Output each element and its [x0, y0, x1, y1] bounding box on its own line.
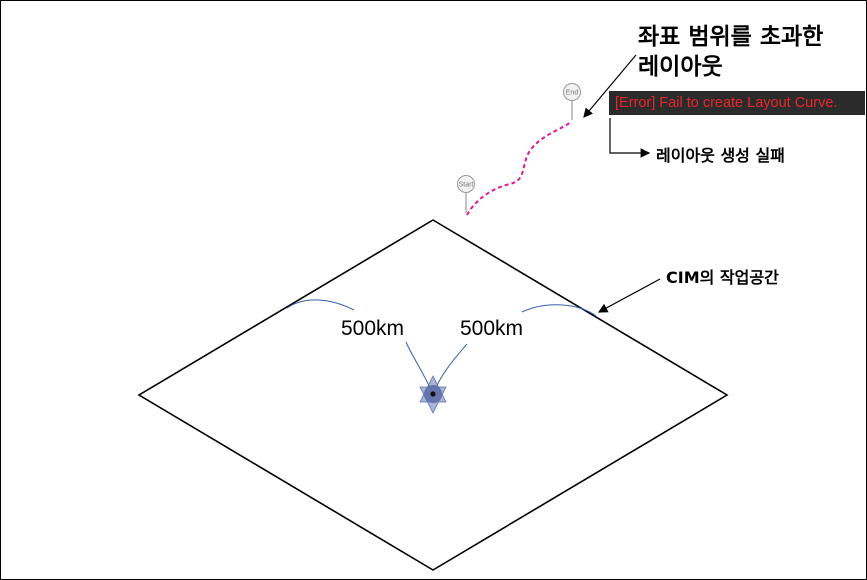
radius-arc-right-upper: [521, 304, 597, 317]
end-pin-label: End: [566, 90, 579, 97]
center-star-icon: [419, 375, 447, 414]
out-of-range-annotation: 좌표 범위를 초과한 레이아웃: [638, 22, 823, 82]
distance-label-right: 500km: [460, 317, 524, 340]
cim-workspace-area: [137, 219, 729, 571]
distance-label-left: 500km: [341, 317, 405, 340]
radius-arc-right-lower: [435, 343, 468, 389]
cim-workspace-arrow: [597, 278, 661, 313]
start-pin-icon: Start: [457, 175, 475, 213]
layout-fail-annotation: 레이아웃 생성 실패: [656, 146, 785, 165]
end-pin-icon: End: [563, 83, 581, 120]
cim-workspace-annotation: CIM의 작업공간: [666, 268, 779, 287]
out-of-range-line-1: 좌표 범위를 초과한: [638, 24, 824, 50]
layout-curve: [466, 121, 572, 216]
out-of-range-arrow: [583, 54, 637, 118]
start-pin-label: Start: [459, 182, 474, 189]
out-of-range-line-2: 레이아웃: [638, 54, 723, 80]
radius-arc-left-lower: [405, 341, 431, 389]
fail-arrow: [609, 118, 651, 158]
error-message-box: [Error] Fail to create Layout Curve.: [609, 91, 865, 115]
radius-arc-left-upper: [286, 299, 355, 311]
